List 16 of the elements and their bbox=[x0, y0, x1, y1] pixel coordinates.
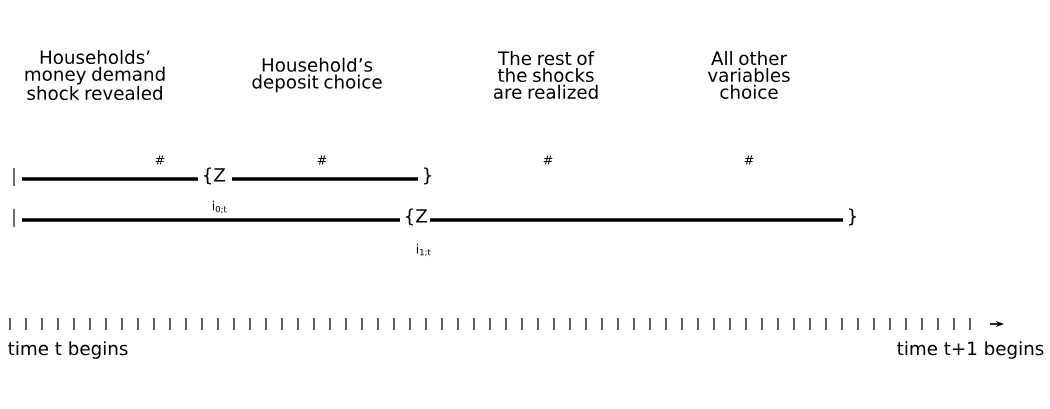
stage-heading: All other variables choice bbox=[707, 51, 790, 99]
brace-symbol: {Z bbox=[406, 208, 428, 226]
stage-heading: The rest of the shocks are realized bbox=[493, 51, 598, 99]
time-label: time t+1 begins bbox=[897, 341, 1044, 359]
interval-label: i$_{0;t}$ bbox=[212, 200, 227, 214]
marker-symbol: # bbox=[543, 155, 553, 165]
stage-heading: Household’s deposit choice bbox=[252, 57, 382, 93]
brace-symbol: {Z bbox=[204, 167, 226, 185]
marker-symbol: # bbox=[317, 155, 327, 165]
time-label: time t begins bbox=[8, 341, 128, 359]
brace-symbol: } bbox=[424, 167, 432, 185]
marker-symbol: # bbox=[155, 155, 165, 165]
marker-symbol: # bbox=[744, 155, 754, 165]
stage-heading: Households’ money demand shock revealed bbox=[25, 49, 165, 101]
interval-label: i$_{1;t}$ bbox=[416, 243, 431, 257]
brace-symbol: } bbox=[849, 208, 857, 226]
